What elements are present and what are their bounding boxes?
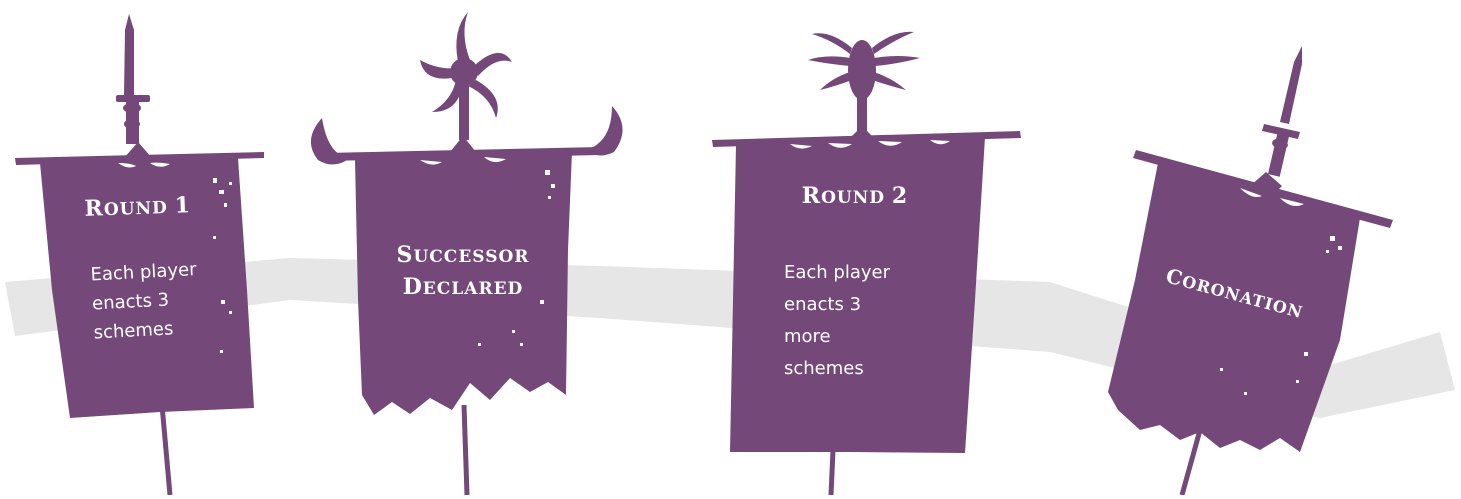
banner-round-1: ROUND 1 Each player enacts 3 schemes bbox=[15, 14, 264, 496]
banner-crossbar bbox=[310, 106, 623, 165]
banner-title: SUCCESSOR bbox=[397, 242, 530, 268]
banner-pole bbox=[159, 404, 173, 496]
banner-pole bbox=[461, 404, 470, 496]
banner-cloth bbox=[40, 158, 254, 418]
banner-body-line: enacts 3 bbox=[92, 289, 170, 314]
banner-pole bbox=[828, 449, 836, 496]
banner-body-line: more bbox=[784, 326, 831, 347]
sword-spike-icon bbox=[1250, 46, 1302, 202]
banner-crossbar bbox=[1133, 150, 1393, 228]
star-sigil-icon bbox=[420, 12, 512, 168]
banner-cloth bbox=[730, 137, 985, 453]
banner-body-line: enacts 3 bbox=[784, 294, 861, 315]
banner-successor-declared: SUCCESSOR DECLARED bbox=[310, 12, 623, 496]
banner-title: ROUND 1 bbox=[84, 192, 191, 222]
banner-cloth bbox=[1108, 163, 1360, 452]
banner-cloth bbox=[355, 152, 572, 415]
banner-crossbar bbox=[15, 152, 264, 165]
insect-sigil-icon bbox=[808, 31, 920, 158]
banner-round-2: ROUND 2 Each player enacts 3 more scheme… bbox=[712, 31, 1021, 496]
banner-body-line: schemes bbox=[93, 318, 174, 343]
sword-spike-icon bbox=[116, 14, 152, 174]
banner-coronation: CORONATION bbox=[1108, 46, 1393, 496]
banner-title: CORONATION bbox=[1164, 263, 1307, 323]
banner-title: ROUND 2 bbox=[802, 183, 908, 209]
banner-crossbar bbox=[712, 131, 1021, 147]
banner-title: DECLARED bbox=[403, 274, 524, 300]
banner-body-line: schemes bbox=[784, 358, 864, 379]
banner-body-line: Each player bbox=[784, 262, 891, 283]
